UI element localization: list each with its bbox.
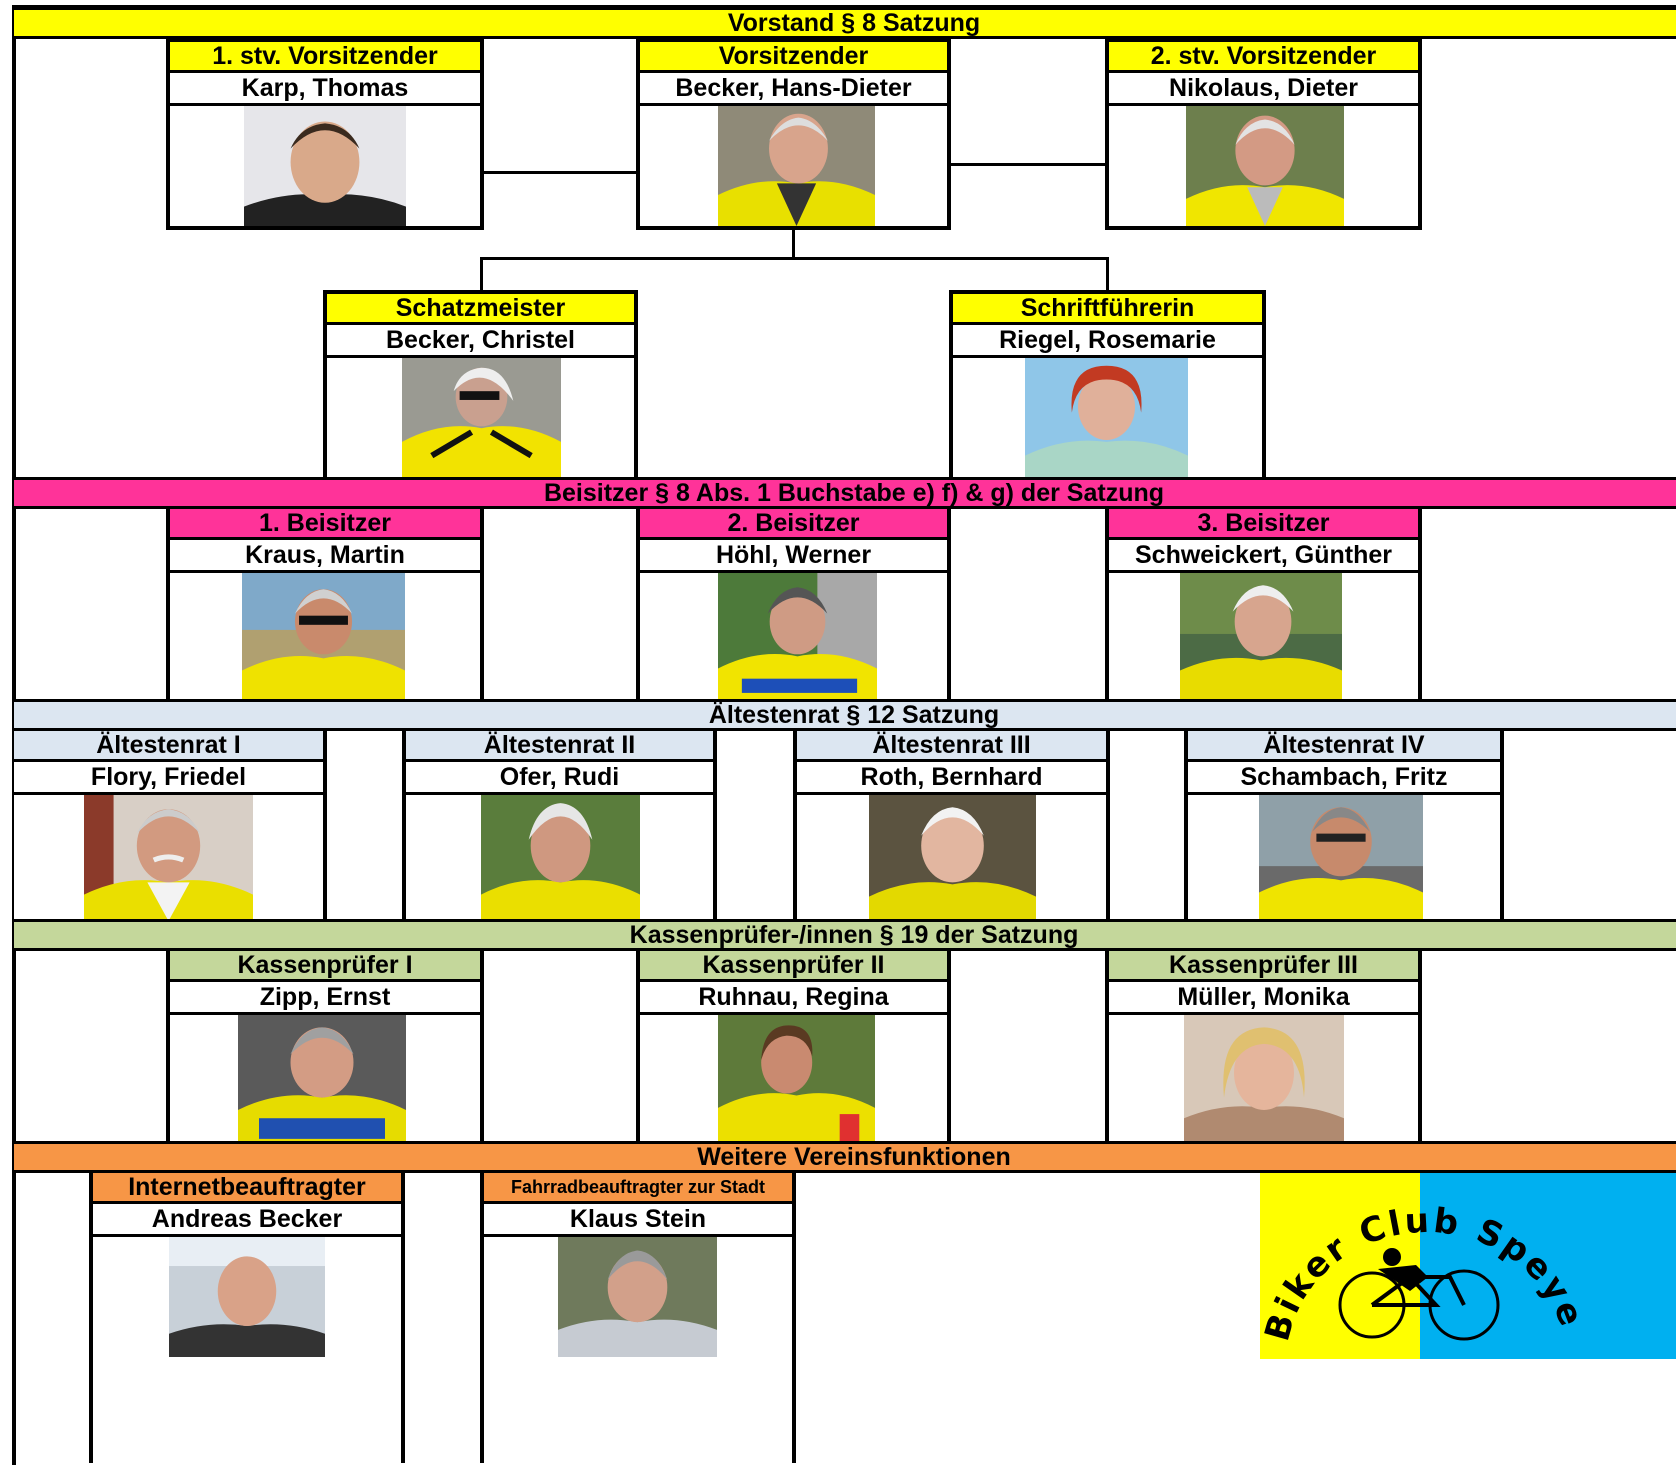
connector-line [482,171,638,174]
section-title-vorstand: Vorstand § 8 Satzung [727,8,981,37]
member-photo [718,106,875,226]
member-role: Vorsitzender [640,42,947,73]
member-card-nikolaus: 2. stv. Vorsitzender Nikolaus, Dieter [1105,38,1422,230]
member-name: Höhl, Werner [640,540,947,573]
member-role: Kassenprüfer III [1109,951,1418,982]
member-photo [718,573,877,699]
member-photo [1025,358,1188,479]
member-photo [1184,1015,1344,1143]
member-name: Zipp, Ernst [170,982,480,1015]
member-role: Ältestenrat II [406,731,713,762]
connector-line [950,163,1106,166]
member-card-roth: Ältestenrat III Roth, Bernhard [793,731,1110,921]
member-photo [169,1237,325,1357]
member-role: Ältestenrat I [14,731,323,762]
member-name: Riegel, Rosemarie [953,325,1262,358]
member-card-schambach: Ältestenrat IV Schambach, Fritz [1184,731,1504,921]
connector-line [480,257,1109,260]
member-card-ofer: Ältestenrat II Ofer, Rudi [402,731,717,921]
member-name: Karp, Thomas [170,73,480,106]
member-photo [481,795,640,921]
member-role: 1. stv. Vorsitzender [170,42,480,73]
member-photo [558,1237,717,1357]
member-card-kraus: 1. Beisitzer Kraus, Martin [166,509,484,699]
member-photo [402,358,561,479]
member-photo [242,573,405,699]
member-role: Ältestenrat IV [1188,731,1500,762]
member-role: 3. Beisitzer [1109,509,1418,540]
member-name: Flory, Friedel [14,762,323,795]
member-role: Fahrradbeauftragter zur Stadt [484,1173,792,1204]
member-name: Becker, Hans-Dieter [640,73,947,106]
section-title-beisitzer: Beisitzer § 8 Abs. 1 Buchstabe e) f) & g… [543,478,1165,507]
member-role: Kassenprüfer II [640,951,947,982]
member-card-becker-hans-dieter: Vorsitzender Becker, Hans-Dieter [636,38,951,230]
member-card-ruhnau: Kassenprüfer II Ruhnau, Regina [636,951,951,1143]
member-name: Schweickert, Günther [1109,540,1418,573]
member-photo [718,1015,875,1143]
member-card-mueller: Kassenprüfer III Müller, Monika [1105,951,1422,1143]
section-title-kassenpruefer: Kassenprüfer-/innen § 19 der Satzung [629,920,1079,949]
section-title-aeltestenrat: Ältestenrat § 12 Satzung [708,700,1000,729]
connector-line [480,257,483,290]
member-name: Klaus Stein [484,1204,792,1237]
member-card-zipp: Kassenprüfer I Zipp, Ernst [166,951,484,1143]
member-card-flory: Ältestenrat I Flory, Friedel [14,731,327,921]
member-card-riegel: Schriftführerin Riegel, Rosemarie [949,290,1266,483]
connector-line [792,229,795,259]
member-photo [244,106,406,226]
member-role: Kassenprüfer I [170,951,480,982]
member-card-andreas-becker: Internetbeauftragter Andreas Becker [89,1173,405,1463]
section-header-kassenpruefer: Kassenprüfer-/innen § 19 der Satzung [14,919,1676,951]
member-role: Internetbeauftragter [93,1173,401,1204]
member-photo [238,1015,406,1143]
member-photo [1186,106,1344,226]
member-name: Andreas Becker [93,1204,401,1237]
member-card-klaus-stein: Fahrradbeauftragter zur Stadt Klaus Stei… [480,1173,796,1463]
member-card-karp: 1. stv. Vorsitzender Karp, Thomas [166,38,484,230]
member-role: 2. stv. Vorsitzender [1109,42,1418,73]
member-card-schweickert: 3. Beisitzer Schweickert, Günther [1105,509,1422,699]
member-role: 1. Beisitzer [170,509,480,540]
section-header-vorstand: Vorstand § 8 Satzung [14,7,1676,39]
section-title-weitere: Weitere Vereinsfunktionen [697,1142,1011,1171]
section-header-weitere: Weitere Vereinsfunktionen [14,1141,1676,1173]
member-photo [84,795,253,921]
member-name: Roth, Bernhard [797,762,1106,795]
biker-club-logo: Biker Club Speyer e.V. [1260,1173,1676,1359]
member-name: Ofer, Rudi [406,762,713,795]
member-card-hoehl: 2. Beisitzer Höhl, Werner [636,509,951,699]
section-header-aeltestenrat: Ältestenrat § 12 Satzung [14,699,1676,731]
member-role: Schatzmeister [327,294,634,325]
member-role: Ältestenrat III [797,731,1106,762]
member-photo [869,795,1036,921]
member-name: Kraus, Martin [170,540,480,573]
member-photo [1259,795,1423,921]
member-role: 2. Beisitzer [640,509,947,540]
member-name: Becker, Christel [327,325,634,358]
member-name: Schambach, Fritz [1188,762,1500,795]
member-photo [1180,573,1342,699]
member-name: Nikolaus, Dieter [1109,73,1418,106]
connector-line [1106,257,1109,290]
section-header-beisitzer: Beisitzer § 8 Abs. 1 Buchstabe e) f) & g… [14,477,1676,509]
member-role: Schriftführerin [953,294,1262,325]
member-name: Ruhnau, Regina [640,982,947,1015]
member-name: Müller, Monika [1109,982,1418,1015]
member-card-becker-christel: Schatzmeister Becker, Christel [323,290,638,483]
